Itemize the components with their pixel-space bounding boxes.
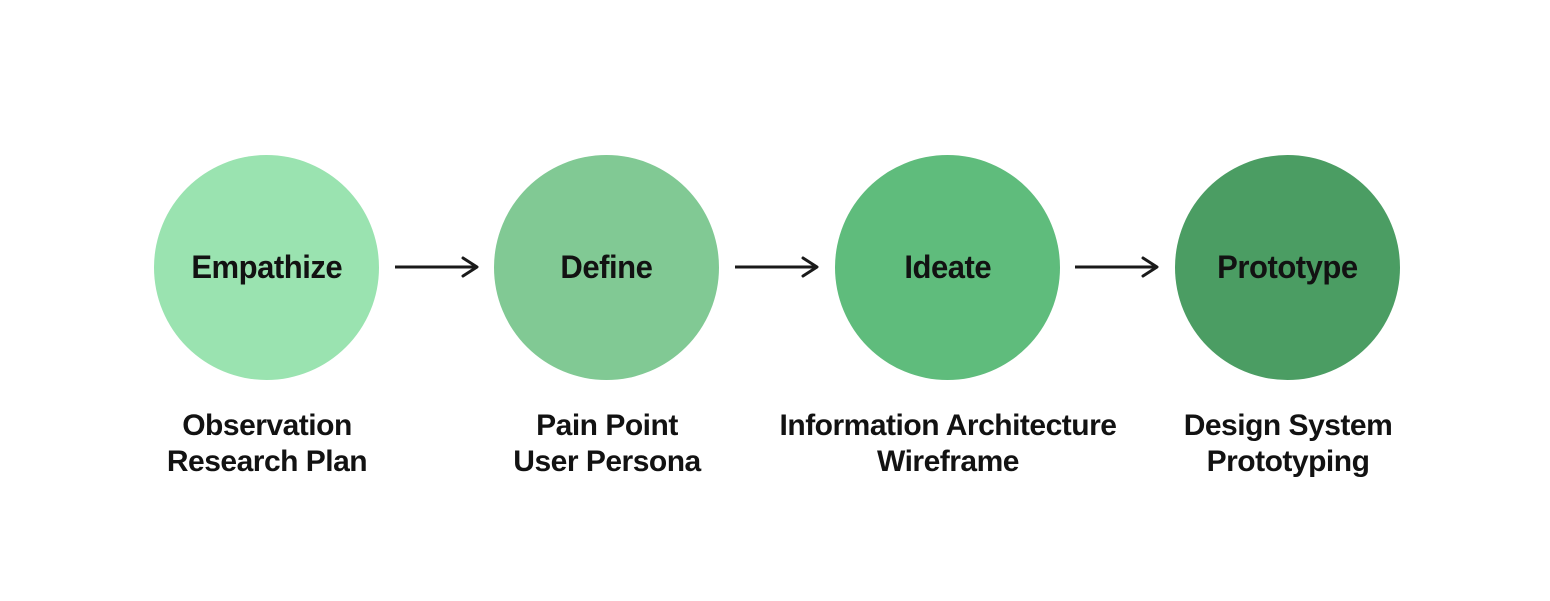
- stage-caption-ideate: Information Architecture Wireframe: [780, 408, 1117, 480]
- flow-arrow-icon: [395, 256, 479, 278]
- caption-line: Wireframe: [877, 445, 1019, 478]
- stage-circle-empathize: Empathize: [154, 155, 379, 380]
- caption-line: Design System: [1183, 409, 1393, 442]
- caption-line: Prototyping: [1206, 445, 1370, 478]
- caption-line: Research Plan: [166, 445, 368, 478]
- stage-circle-prototype: Prototype: [1175, 155, 1400, 380]
- stage-label-prototype: Prototype: [1217, 249, 1358, 285]
- stage-caption-prototype: Design System Prototyping: [1184, 408, 1393, 480]
- stage-circle-define: Define: [494, 155, 719, 380]
- stage-caption-empathize: Observation Research Plan: [166, 408, 368, 480]
- stage-circle-ideate: Ideate: [835, 155, 1060, 380]
- stage-label-ideate: Ideate: [904, 249, 991, 285]
- caption-line: Observation: [182, 409, 352, 442]
- stage-label-empathize: Empathize: [191, 249, 342, 285]
- stage-caption-define: Pain Point User Persona: [513, 408, 701, 480]
- stage-label-define: Define: [560, 249, 653, 285]
- caption-line: User Persona: [513, 445, 701, 478]
- flow-arrow-icon: [1075, 256, 1159, 278]
- flow-arrow-icon: [735, 256, 819, 278]
- caption-line: Pain Point: [536, 409, 678, 442]
- caption-line: Information Architecture: [779, 409, 1117, 442]
